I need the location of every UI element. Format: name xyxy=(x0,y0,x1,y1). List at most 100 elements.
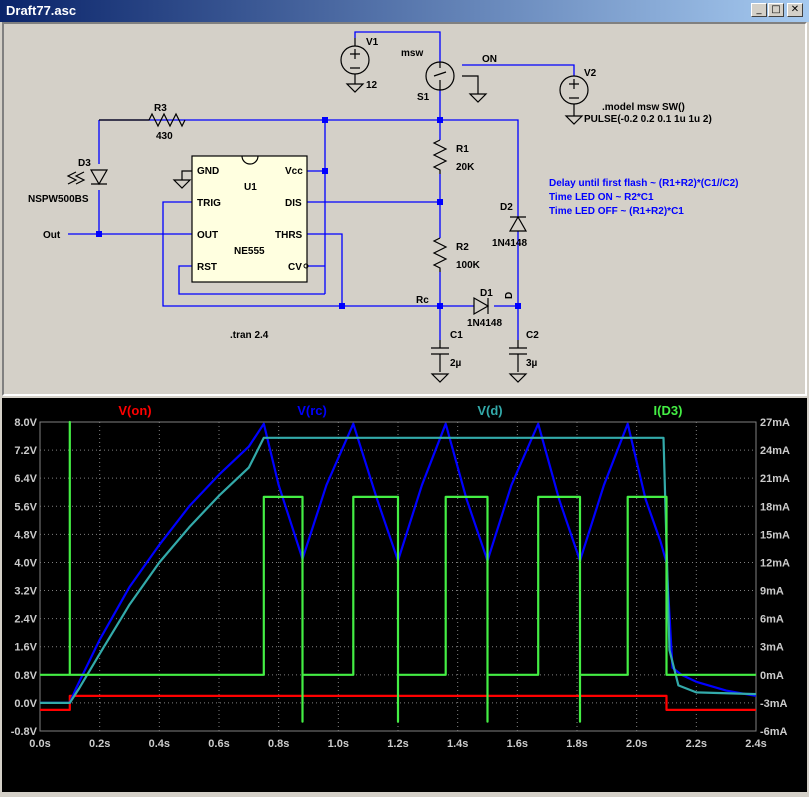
model-directive-line2[interactable]: PULSE(-0.2 0.2 0.1 1u 1u 2) xyxy=(584,114,712,125)
x-tick-label: 1.6s xyxy=(507,738,528,750)
x-tick-label: 2.2s xyxy=(686,738,707,750)
u1-name: U1 xyxy=(244,182,257,193)
cv-pin-dot xyxy=(303,263,309,269)
c1-value: 2µ xyxy=(450,358,462,369)
d3-name: D3 xyxy=(78,158,91,169)
switch-model: msw xyxy=(401,48,423,59)
pin-rst: RST xyxy=(197,262,217,273)
pin-out: OUT xyxy=(197,230,218,241)
x-tick-label: 0.6s xyxy=(208,738,229,750)
ne555-ic-body[interactable] xyxy=(191,155,308,283)
y-right-tick-label: 0mA xyxy=(760,670,784,682)
legend-item-3[interactable]: I(D3) xyxy=(654,403,683,418)
y-left-tick-label: -0.8V xyxy=(11,726,38,738)
c2-value: 3µ xyxy=(526,358,538,369)
v1-name: V1 xyxy=(366,37,379,48)
y-left-tick-label: 8.0V xyxy=(14,417,37,429)
y-right-tick-label: 15mA xyxy=(760,529,790,541)
legend-item-0[interactable]: V(on) xyxy=(118,403,151,418)
out-net-label: Out xyxy=(43,230,61,241)
pin-trig: TRIG xyxy=(197,198,221,209)
y-right-tick-label: 21mA xyxy=(760,473,790,485)
on-net-label: ON xyxy=(482,54,497,65)
y-axis-left-ticks: -0.8V0.0V0.8V1.6V2.4V3.2V4.0V4.8V5.6V6.4… xyxy=(11,417,38,738)
y-right-tick-label: 27mA xyxy=(760,417,790,429)
legend-item-1[interactable]: V(rc) xyxy=(297,403,327,418)
y-right-tick-label: -6mA xyxy=(760,726,788,738)
series-line-2[interactable] xyxy=(40,436,757,704)
plot-grid xyxy=(39,421,757,732)
y-right-tick-label: 24mA xyxy=(760,445,790,457)
y-right-tick-label: 12mA xyxy=(760,557,790,569)
schematic-symbols xyxy=(66,38,589,383)
schematic-pane[interactable]: V1 12 msw S1 ON V2 R3 430 D3 NSPW500BS O… xyxy=(2,22,807,396)
x-tick-label: 0.8s xyxy=(268,738,289,750)
r2-name: R2 xyxy=(456,242,469,253)
pin-gnd: GND xyxy=(197,166,219,177)
ic-notch xyxy=(241,155,259,165)
plot-legend: V(on) V(rc) V(d) I(D3) xyxy=(118,403,682,418)
v1-value: 12 xyxy=(366,80,378,91)
pin-vcc: Vcc xyxy=(285,166,303,177)
y-right-tick-label: 6mA xyxy=(760,614,784,626)
d2-name: D2 xyxy=(500,202,513,213)
series-line-3[interactable] xyxy=(40,420,756,723)
x-tick-label: 2.4s xyxy=(745,738,766,750)
schematic-wires xyxy=(68,31,575,340)
c1-name: C1 xyxy=(450,330,463,341)
x-tick-label: 1.0s xyxy=(328,738,349,750)
waveform-chart[interactable]: V(on) V(rc) V(d) I(D3) 0.0s 0.2s 0.4s 0.6s 0.8s… xyxy=(2,398,807,792)
legend-item-2[interactable]: V(d) xyxy=(477,403,502,418)
pin-dis: DIS xyxy=(285,198,302,209)
x-axis-ticks: 0.0s 0.2s 0.4s 0.6s 0.8s 1.0s 1.2s 1.4s 1.6s 1.8s… xyxy=(29,738,766,750)
r1-value: 20K xyxy=(456,162,475,173)
x-tick-label: 1.2s xyxy=(387,738,408,750)
d3-value: NSPW500BS xyxy=(28,194,89,205)
y-left-tick-label: 5.6V xyxy=(14,501,37,513)
d-net-label: D xyxy=(504,292,515,299)
x-tick-label: 0.4s xyxy=(149,738,170,750)
x-tick-label: 1.4s xyxy=(447,738,468,750)
v2-name: V2 xyxy=(584,68,597,79)
y-left-tick-label: 4.8V xyxy=(14,529,37,541)
x-tick-label: 0.0s xyxy=(29,738,50,750)
note-line-2[interactable]: Time LED ON ~ R2*C1 xyxy=(549,192,654,203)
r3-value: 430 xyxy=(156,131,173,142)
y-left-tick-label: 0.0V xyxy=(14,698,37,710)
r2-value: 100K xyxy=(456,260,481,271)
y-axis-right-ticks: -6mA-3mA0mA3mA6mA9mA12mA15mA18mA21mA24mA… xyxy=(760,417,790,738)
y-right-tick-label: -3mA xyxy=(760,698,788,710)
y-right-tick-label: 3mA xyxy=(760,642,784,654)
x-tick-label: 2.0s xyxy=(626,738,647,750)
y-right-tick-label: 9mA xyxy=(760,586,784,598)
d1-value: 1N4148 xyxy=(467,318,502,329)
pin-cv: CV xyxy=(288,262,302,273)
y-left-tick-label: 0.8V xyxy=(14,670,37,682)
r3-name: R3 xyxy=(154,103,167,114)
y-left-tick-label: 4.0V xyxy=(14,557,37,569)
note-line-1[interactable]: Delay until first flash ~ (R1+R2)*(C1//C… xyxy=(549,178,739,189)
window-title: Draft77.asc xyxy=(6,3,77,18)
close-button[interactable]: ✕ xyxy=(787,3,803,17)
switch-name: S1 xyxy=(417,92,430,103)
y-left-tick-label: 1.6V xyxy=(14,642,37,654)
maximize-button[interactable]: □ xyxy=(768,3,784,17)
r1-name: R1 xyxy=(456,144,469,155)
x-tick-label: 1.8s xyxy=(566,738,587,750)
note-line-3[interactable]: Time LED OFF ~ (R1+R2)*C1 xyxy=(549,206,684,217)
y-left-tick-label: 7.2V xyxy=(14,445,37,457)
y-left-tick-label: 2.4V xyxy=(14,614,37,626)
series-line-0[interactable] xyxy=(40,694,756,711)
u1-value: NE555 xyxy=(234,246,265,257)
series-line-1[interactable] xyxy=(40,422,757,704)
window-title-bar[interactable]: Draft77.asc _ □ ✕ xyxy=(0,0,809,22)
tran-directive[interactable]: .tran 2.4 xyxy=(230,330,269,341)
x-tick-label: 0.2s xyxy=(89,738,110,750)
d2-value: 1N4148 xyxy=(492,238,527,249)
schematic-junctions xyxy=(96,117,521,309)
model-directive-line1[interactable]: .model msw SW() xyxy=(602,102,685,113)
y-left-tick-label: 3.2V xyxy=(14,586,37,598)
minimize-button[interactable]: _ xyxy=(751,3,767,17)
waveform-pane[interactable]: V(on) V(rc) V(d) I(D3) 0.0s 0.2s 0.4s 0.6s 0.8s… xyxy=(2,398,807,792)
plot-series xyxy=(40,420,757,723)
